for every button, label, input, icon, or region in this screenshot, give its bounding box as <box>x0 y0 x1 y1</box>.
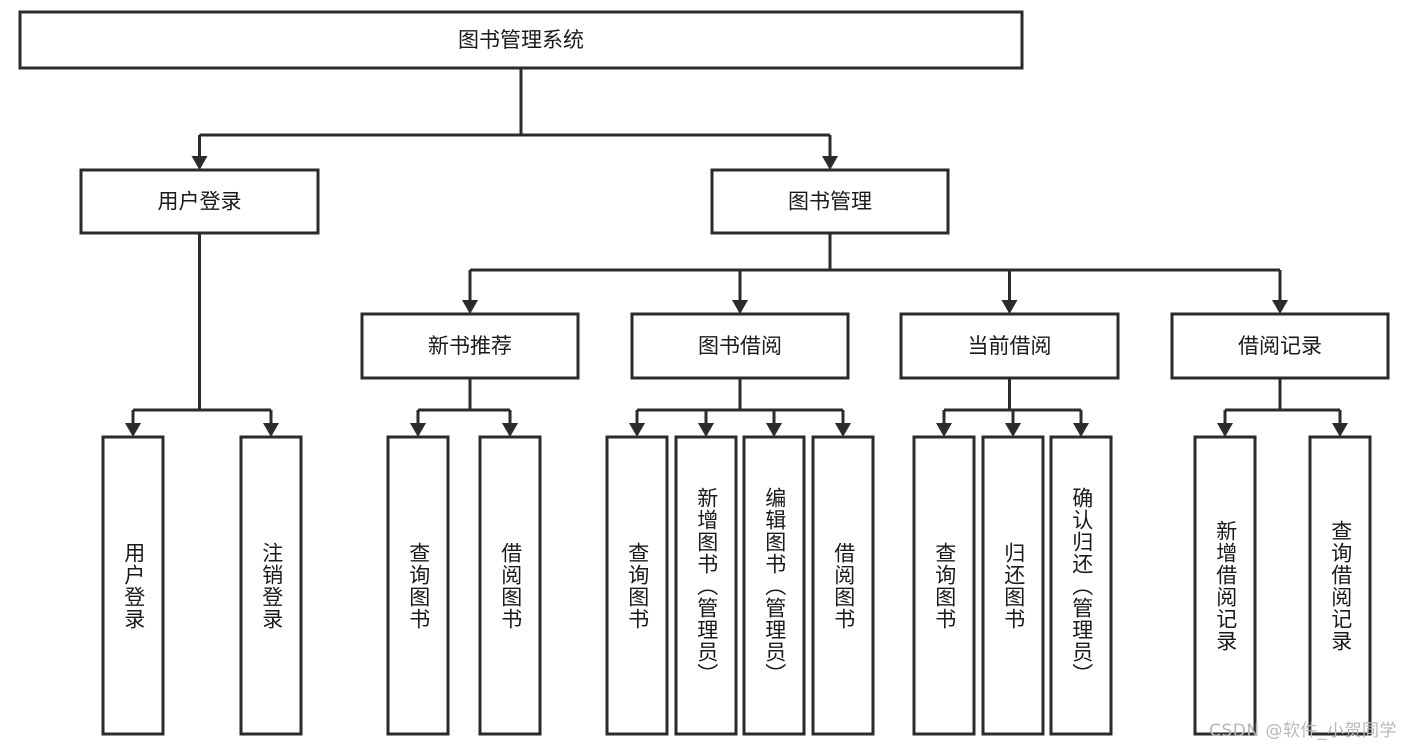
node-box-book-borrow[interactable] <box>630 312 850 380</box>
node-box-query-borrow-record[interactable] <box>1308 435 1372 736</box>
node-label-book-borrow: 图书借阅 <box>698 334 782 358</box>
node-box-user-logout-leaf[interactable] <box>239 435 303 736</box>
arrow-head-icon <box>732 300 748 314</box>
arrow-head-icon <box>1332 423 1348 437</box>
arrow-head-icon <box>1217 423 1233 437</box>
node-label-book-management: 图书管理 <box>788 190 872 214</box>
node-box-query-book-1[interactable] <box>386 435 450 736</box>
arrow-head-icon <box>1272 300 1288 314</box>
node-box-add-borrow-record[interactable] <box>1193 435 1257 736</box>
arrow-head-icon <box>410 423 426 437</box>
arrow-head-icon <box>698 423 714 437</box>
csdn-watermark: CSDN @软件_小贺同学 <box>1209 721 1397 741</box>
arrow-head-icon <box>263 423 279 437</box>
arrow-head-icon <box>629 423 645 437</box>
node-box-root[interactable] <box>18 10 1024 70</box>
arrow-head-icon <box>936 423 952 437</box>
arrow-head-icon <box>502 423 518 437</box>
node-box-borrow-book-1[interactable] <box>478 435 542 736</box>
node-label-new-book-recommend: 新书推荐 <box>428 334 512 358</box>
arrow-head-icon <box>462 300 478 314</box>
arrow-head-icon <box>835 423 851 437</box>
node-label-root: 图书管理系统 <box>458 28 584 52</box>
arrow-head-icon <box>766 423 782 437</box>
node-label-borrow-records: 借阅记录 <box>1238 334 1322 358</box>
node-box-add-book-admin[interactable] <box>674 435 738 736</box>
node-box-confirm-return-admin[interactable] <box>1049 435 1113 736</box>
node-box-user-login-leaf[interactable] <box>101 435 165 736</box>
node-label-user-login: 用户登录 <box>158 190 242 214</box>
arrow-head-icon <box>125 423 141 437</box>
arrow-head-icon <box>1001 300 1018 314</box>
node-box-book-management[interactable] <box>710 168 950 235</box>
arrow-head-icon <box>1073 423 1089 437</box>
node-box-query-book-2[interactable] <box>605 435 669 736</box>
node-box-return-book[interactable] <box>981 435 1045 736</box>
node-label-current-borrow: 当前借阅 <box>968 334 1052 358</box>
node-box-borrow-book-2[interactable] <box>811 435 875 736</box>
node-box-edit-book-admin[interactable] <box>742 435 806 736</box>
arrow-head-icon <box>822 156 838 170</box>
node-box-query-book-3[interactable] <box>912 435 976 736</box>
arrow-head-icon <box>191 156 208 170</box>
arrow-head-icon <box>1005 423 1021 437</box>
